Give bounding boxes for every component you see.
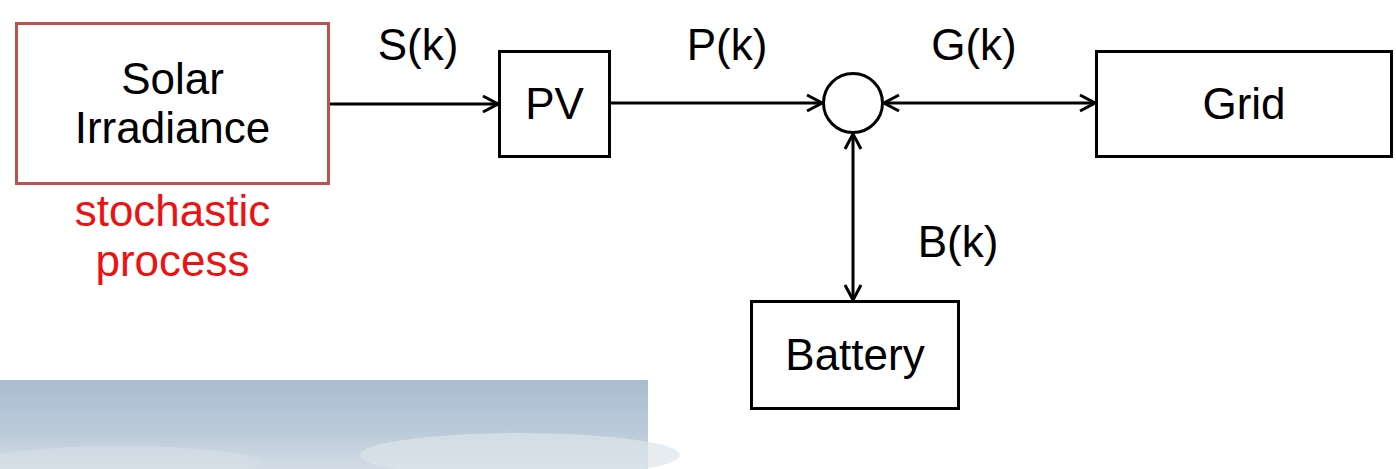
signal-label: B(k) — [915, 218, 1002, 266]
annotation-text: stochastic process — [0, 186, 347, 285]
summing-junction — [824, 74, 883, 133]
cloud — [360, 433, 680, 469]
circle-outline — [822, 72, 884, 134]
signal-label: G(k) — [928, 21, 1020, 69]
node-label: PV — [511, 74, 598, 134]
junction-circle — [822, 72, 884, 134]
cloud — [0, 446, 260, 469]
signal-label: S(k) — [375, 21, 462, 69]
node-label: Solar Irradiance — [18, 49, 327, 158]
node-label: Battery — [771, 325, 938, 385]
source-box: Solar Irradiancestochastic process — [15, 22, 330, 185]
signal-arrow — [852, 134, 855, 300]
node-label: Grid — [1188, 74, 1299, 134]
process-box: Battery — [750, 300, 960, 410]
signal-label: P(k) — [684, 21, 771, 69]
signal-arrow — [330, 103, 498, 106]
process-box: Grid — [1095, 50, 1393, 158]
process-box: PV — [498, 50, 611, 158]
signal-arrow — [884, 102, 1095, 105]
signal-arrow — [611, 102, 822, 105]
